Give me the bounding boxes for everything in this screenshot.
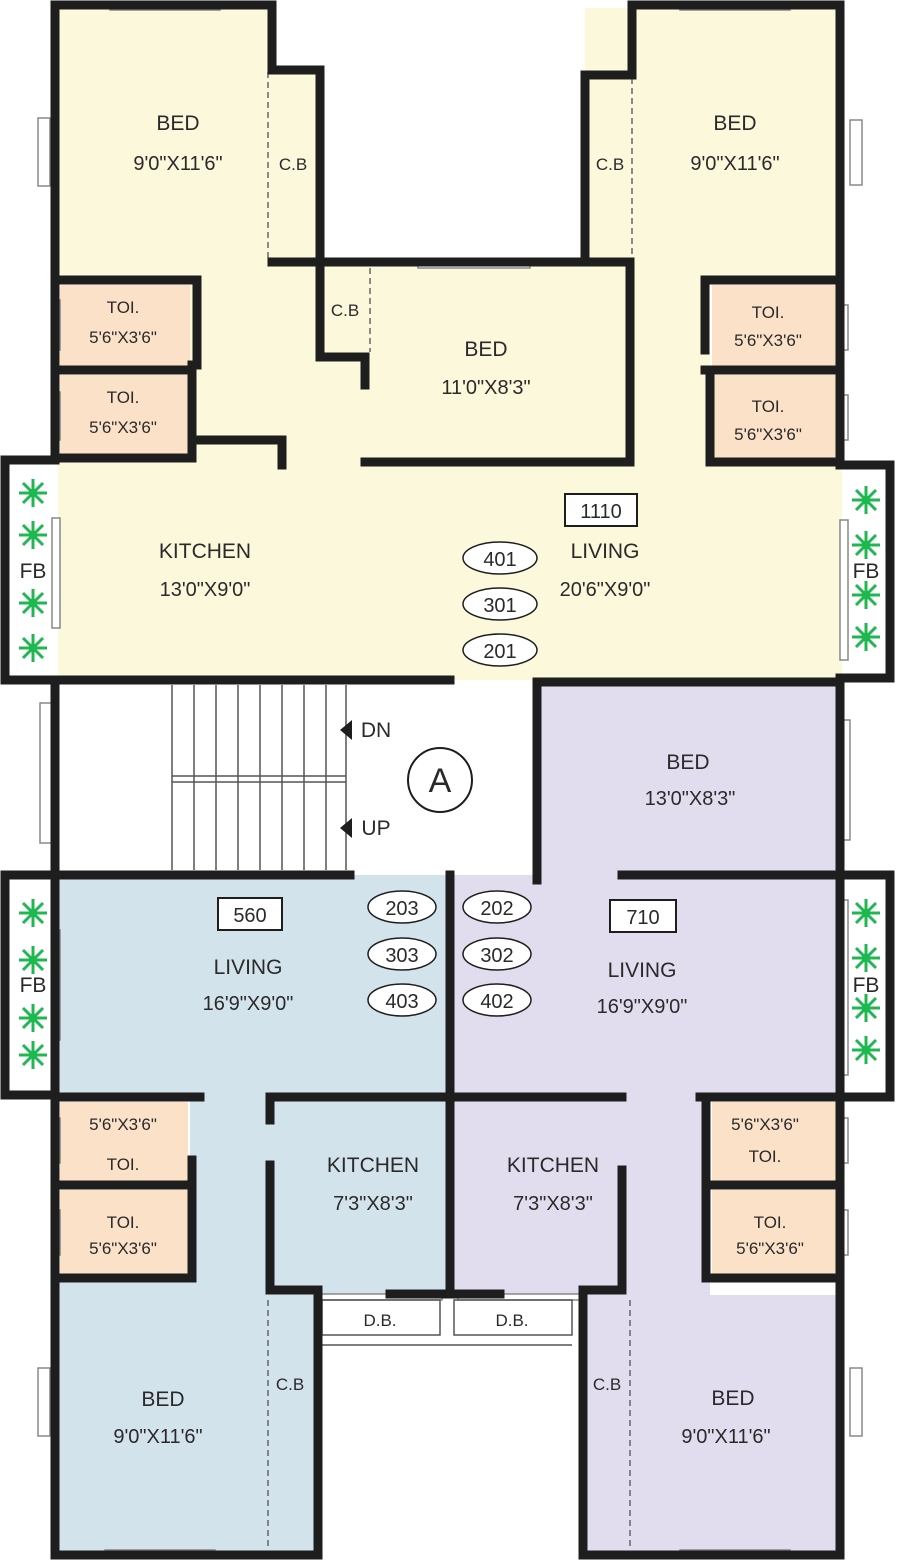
room-label: BED — [464, 338, 507, 361]
plan-label: BED — [141, 1388, 184, 1411]
plan-label: TOI. — [107, 388, 140, 407]
plan-label: 13'0"X9'0" — [160, 579, 251, 601]
cb-label: C.B — [596, 155, 624, 174]
staircase: DN UP A — [171, 685, 473, 870]
plan-label: LIVING — [214, 956, 283, 979]
area-value: 1110 — [580, 501, 622, 523]
area-value: 710 — [626, 907, 659, 929]
room-label: BED — [713, 112, 756, 135]
plan-label: LIVING — [608, 959, 677, 982]
room-dim: 11'0"X8'3" — [441, 377, 530, 399]
flat-710-labels: BED 13'0"X8'3" 710 202 302 402 LIVING 16… — [462, 751, 880, 1448]
cb-label: C.B — [279, 155, 307, 174]
plan-label: C.B — [276, 1375, 304, 1394]
plan-label: KITCHEN — [159, 540, 251, 563]
arrow-up-icon — [340, 818, 352, 838]
plan-label: 5'6"X3'6" — [734, 425, 802, 444]
plan-label: KITCHEN — [507, 1154, 599, 1177]
unit-number: 301 — [483, 595, 516, 617]
unit-number: 201 — [483, 641, 516, 663]
plan-label: D.B. — [363, 1311, 396, 1330]
plan-label: 5'6"X3'6" — [89, 1239, 157, 1258]
plan-label: TOI. — [752, 303, 785, 322]
room-dim: 9'0"X11'6" — [133, 153, 222, 175]
fb-label: FB — [853, 560, 880, 583]
stair-up-label: UP — [361, 817, 390, 840]
plan-label: 5'6"X3'6" — [89, 418, 157, 437]
plan-label: TOI. — [752, 397, 785, 416]
area-badge — [609, 899, 677, 933]
area-badge — [564, 493, 638, 527]
flat-1110-labels: BED 9'0"X11'6" C.B BED 9'0"X11'6" C.B C.… — [20, 112, 880, 667]
plan-label: TOI. — [107, 1155, 140, 1174]
fb-label: FB — [20, 974, 47, 997]
plan-label: LIVING — [571, 540, 640, 563]
arrow-down-icon — [340, 720, 352, 740]
plan-label: 13'0"X8'3" — [645, 788, 736, 810]
plan-label: 5'6"X3'6" — [89, 328, 157, 347]
plan-label: D.B. — [495, 1311, 528, 1330]
plan-label: TOI. — [754, 1213, 787, 1232]
cb-label: C.B — [331, 301, 359, 320]
stair-dn-label: DN — [361, 719, 391, 742]
plan-label: 302 — [480, 945, 513, 967]
plan-label: C.B — [593, 1375, 621, 1394]
wing-marker — [407, 747, 473, 813]
plan-label: 5'6"X3'6" — [736, 1239, 804, 1258]
plan-label: TOI. — [107, 298, 140, 317]
unit-number: 401 — [483, 549, 516, 571]
room-dim: 9'0"X11'6" — [690, 153, 779, 175]
plan-label: 20'6"X9'0" — [560, 579, 651, 601]
plan-label: 5'6"X3'6" — [734, 331, 802, 350]
plan-label: 7'3"X8'3" — [513, 1193, 593, 1215]
plan-label: 403 — [385, 991, 418, 1013]
planter-icons — [19, 479, 880, 1069]
plan-label: 7'3"X8'3" — [333, 1193, 413, 1215]
plan-label: 16'9"X9'0" — [597, 996, 688, 1018]
plan-label: 5'6"X3'6" — [89, 1115, 157, 1134]
plan-label: 16'9"X9'0" — [203, 993, 294, 1015]
wing-label: A — [429, 762, 452, 800]
plan-label: 203 — [385, 898, 418, 920]
plan-label: TOI. — [107, 1213, 140, 1232]
plan-label: 402 — [480, 991, 513, 1013]
plan-label: KITCHEN — [327, 1154, 419, 1177]
area-value: 560 — [233, 905, 266, 927]
fb-label: FB — [853, 974, 880, 997]
room-label: BED — [156, 112, 199, 135]
plan-label: 9'0"X11'6" — [113, 1426, 202, 1448]
room-fills — [10, 8, 890, 1555]
plan-label: 9'0"X11'6" — [681, 1426, 770, 1448]
plan-label: BED — [666, 751, 709, 774]
plan-label: TOI. — [749, 1147, 782, 1166]
flat-560-labels: 560 203 303 403 LIVING 16'9"X9'0" 5'6"X3… — [20, 890, 437, 1448]
plan-label: 303 — [385, 945, 418, 967]
plan-label: 5'6"X3'6" — [731, 1115, 799, 1134]
plan-label: BED — [711, 1387, 754, 1410]
fb-label: FB — [20, 560, 47, 583]
plan-label: 202 — [480, 898, 513, 920]
area-badge — [217, 897, 283, 931]
